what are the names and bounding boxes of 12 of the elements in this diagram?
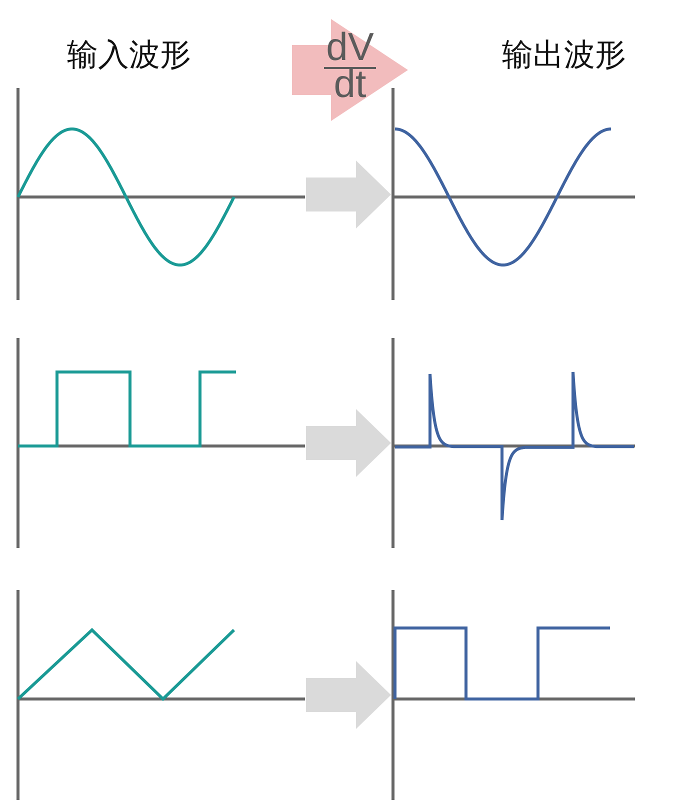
block-arrow-connector <box>306 409 391 477</box>
cosine-wave-drawing <box>391 87 637 302</box>
column-heading: 输入波形 <box>67 36 191 74</box>
column-heading: 输出波形 <box>502 36 626 74</box>
triangle-wave-drawing <box>16 589 306 801</box>
block-arrow-connector <box>306 160 391 228</box>
sine-wave-drawing <box>16 87 306 302</box>
block-arrow-connector <box>306 661 391 729</box>
square-wave-drawing <box>391 589 637 801</box>
block-arrow <box>292 19 408 122</box>
square-wave-drawing <box>16 337 306 549</box>
spike-pulse-drawing <box>391 337 637 549</box>
